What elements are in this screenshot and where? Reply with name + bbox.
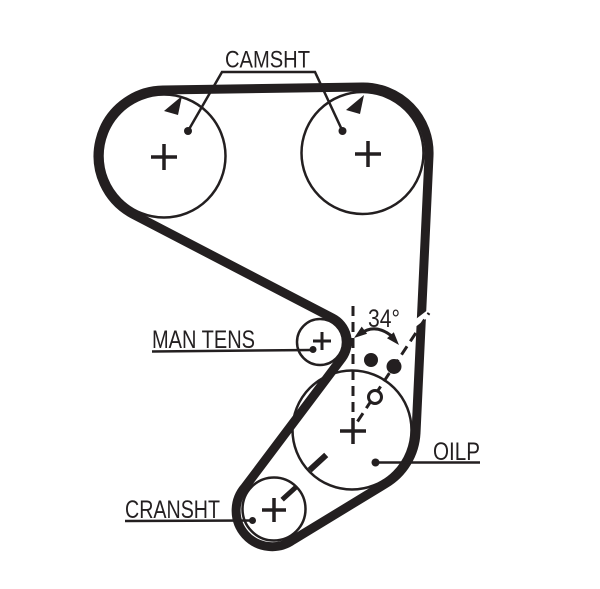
datum-dot bbox=[386, 359, 402, 374]
camshaft-leader-bracket bbox=[186, 70, 344, 132]
angle-value-label: 34° bbox=[368, 305, 400, 333]
crankshaft-timing-tick bbox=[280, 484, 299, 502]
rotation-arrow-icon bbox=[346, 95, 364, 114]
oil-pump-timing-tick bbox=[307, 452, 329, 473]
camshaft-label: CAMSHT bbox=[225, 47, 310, 74]
tensioner-center-cross bbox=[313, 332, 331, 350]
datum-dot bbox=[364, 353, 378, 367]
crankshaft-label: CRANSHT bbox=[125, 496, 220, 524]
leader-dot bbox=[371, 458, 380, 467]
arc-arrowhead-left-icon bbox=[354, 326, 368, 338]
camshaft-left-center-cross bbox=[151, 144, 177, 170]
oil-pump-label: OILP bbox=[433, 438, 480, 466]
timing-dot bbox=[184, 127, 192, 135]
leader-dot bbox=[309, 346, 317, 353]
camshaft-right-center-cross bbox=[355, 141, 381, 167]
timing-belt-path bbox=[93, 82, 434, 552]
rotation-arrow-icon bbox=[164, 96, 182, 115]
crankshaft-leader-line bbox=[124, 519, 252, 523]
manual-tensioner-label: MAN TENS bbox=[152, 326, 255, 354]
timing-dot bbox=[338, 127, 347, 135]
alignment-hole bbox=[367, 389, 383, 405]
belt-gap-notch bbox=[411, 309, 432, 328]
tensioner-leader-line bbox=[151, 348, 313, 353]
leader-dot bbox=[249, 517, 256, 524]
arc-arrowhead-right-icon bbox=[387, 332, 399, 345]
crankshaft-center-cross bbox=[262, 498, 286, 522]
